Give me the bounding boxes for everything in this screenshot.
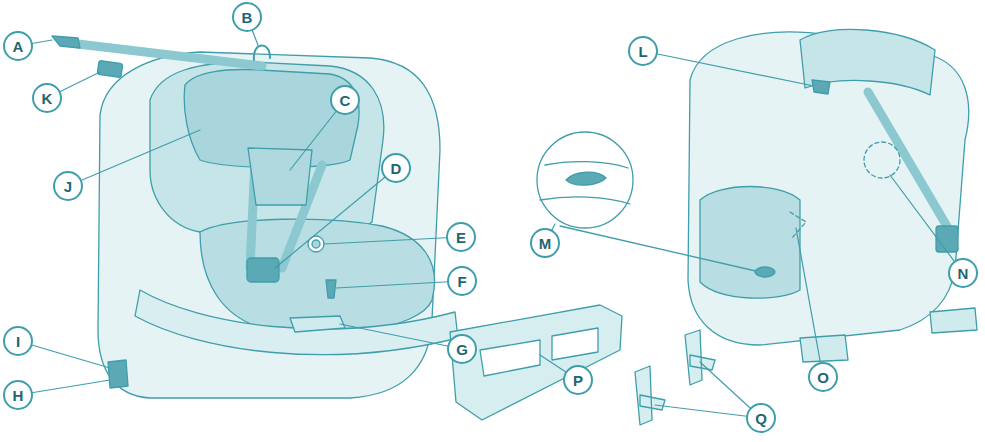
callout-circle: K [32, 83, 62, 113]
recline-lever [290, 316, 345, 332]
callout-circle: Q [746, 403, 776, 433]
callout-circle: H [3, 380, 33, 410]
callout-letter: Q [755, 411, 767, 426]
guide-clip [685, 330, 715, 385]
isofix-arm [930, 308, 977, 333]
buckle [247, 258, 279, 282]
seat-cushion [200, 219, 435, 334]
callout-circle: G [447, 334, 477, 364]
callout-letter: P [573, 373, 583, 388]
callout-letter: C [340, 93, 351, 108]
callout-letter: L [638, 44, 647, 59]
callout-letter: B [242, 10, 253, 25]
callout-circle: P [563, 365, 593, 395]
magnifier [537, 132, 633, 228]
callout-letter: D [391, 161, 402, 176]
callout-circle: A [3, 31, 33, 61]
callout-letter: F [457, 274, 466, 289]
belt-hook [52, 36, 80, 48]
callout-letter: O [817, 370, 829, 385]
callout-circle: C [330, 85, 360, 115]
callout-letter: K [42, 91, 53, 106]
callout-letter: I [16, 334, 20, 349]
rear-buckle [936, 226, 958, 252]
isofix-connector [108, 360, 128, 388]
storage-mark [864, 142, 900, 178]
belt-loop [254, 45, 270, 60]
guide-clip [635, 366, 665, 425]
rear-hook [812, 80, 830, 94]
callout-letter: G [456, 342, 468, 357]
strap-tab [326, 280, 336, 298]
callout-letter: N [958, 266, 969, 281]
callout-circle: E [446, 222, 476, 252]
callout-circle: F [447, 266, 477, 296]
callout-circle: D [381, 153, 411, 183]
release-lever [566, 172, 606, 185]
callout-circle: I [3, 326, 33, 356]
headrest-rear [800, 29, 935, 95]
callout-circle: O [808, 362, 838, 392]
belt-adjuster [97, 60, 123, 77]
callout-circle: J [53, 171, 83, 201]
support-base [450, 305, 622, 420]
callout-letter: A [13, 39, 24, 54]
chest-pad [248, 148, 312, 205]
leader-lines [18, 17, 963, 418]
isofix-arm [800, 335, 848, 362]
callout-circle: B [232, 2, 262, 32]
rear-belt [868, 92, 948, 228]
guide-mark [790, 212, 806, 238]
armrest [135, 290, 458, 355]
callout-circle: L [628, 36, 658, 66]
callout-circle: M [530, 228, 560, 258]
callout-letter: M [539, 236, 552, 251]
callout-letter: H [13, 388, 24, 403]
callout-letter: E [456, 230, 466, 245]
callout-letter: J [64, 179, 72, 194]
seat-visible [700, 187, 800, 299]
callout-circle: N [948, 258, 978, 288]
